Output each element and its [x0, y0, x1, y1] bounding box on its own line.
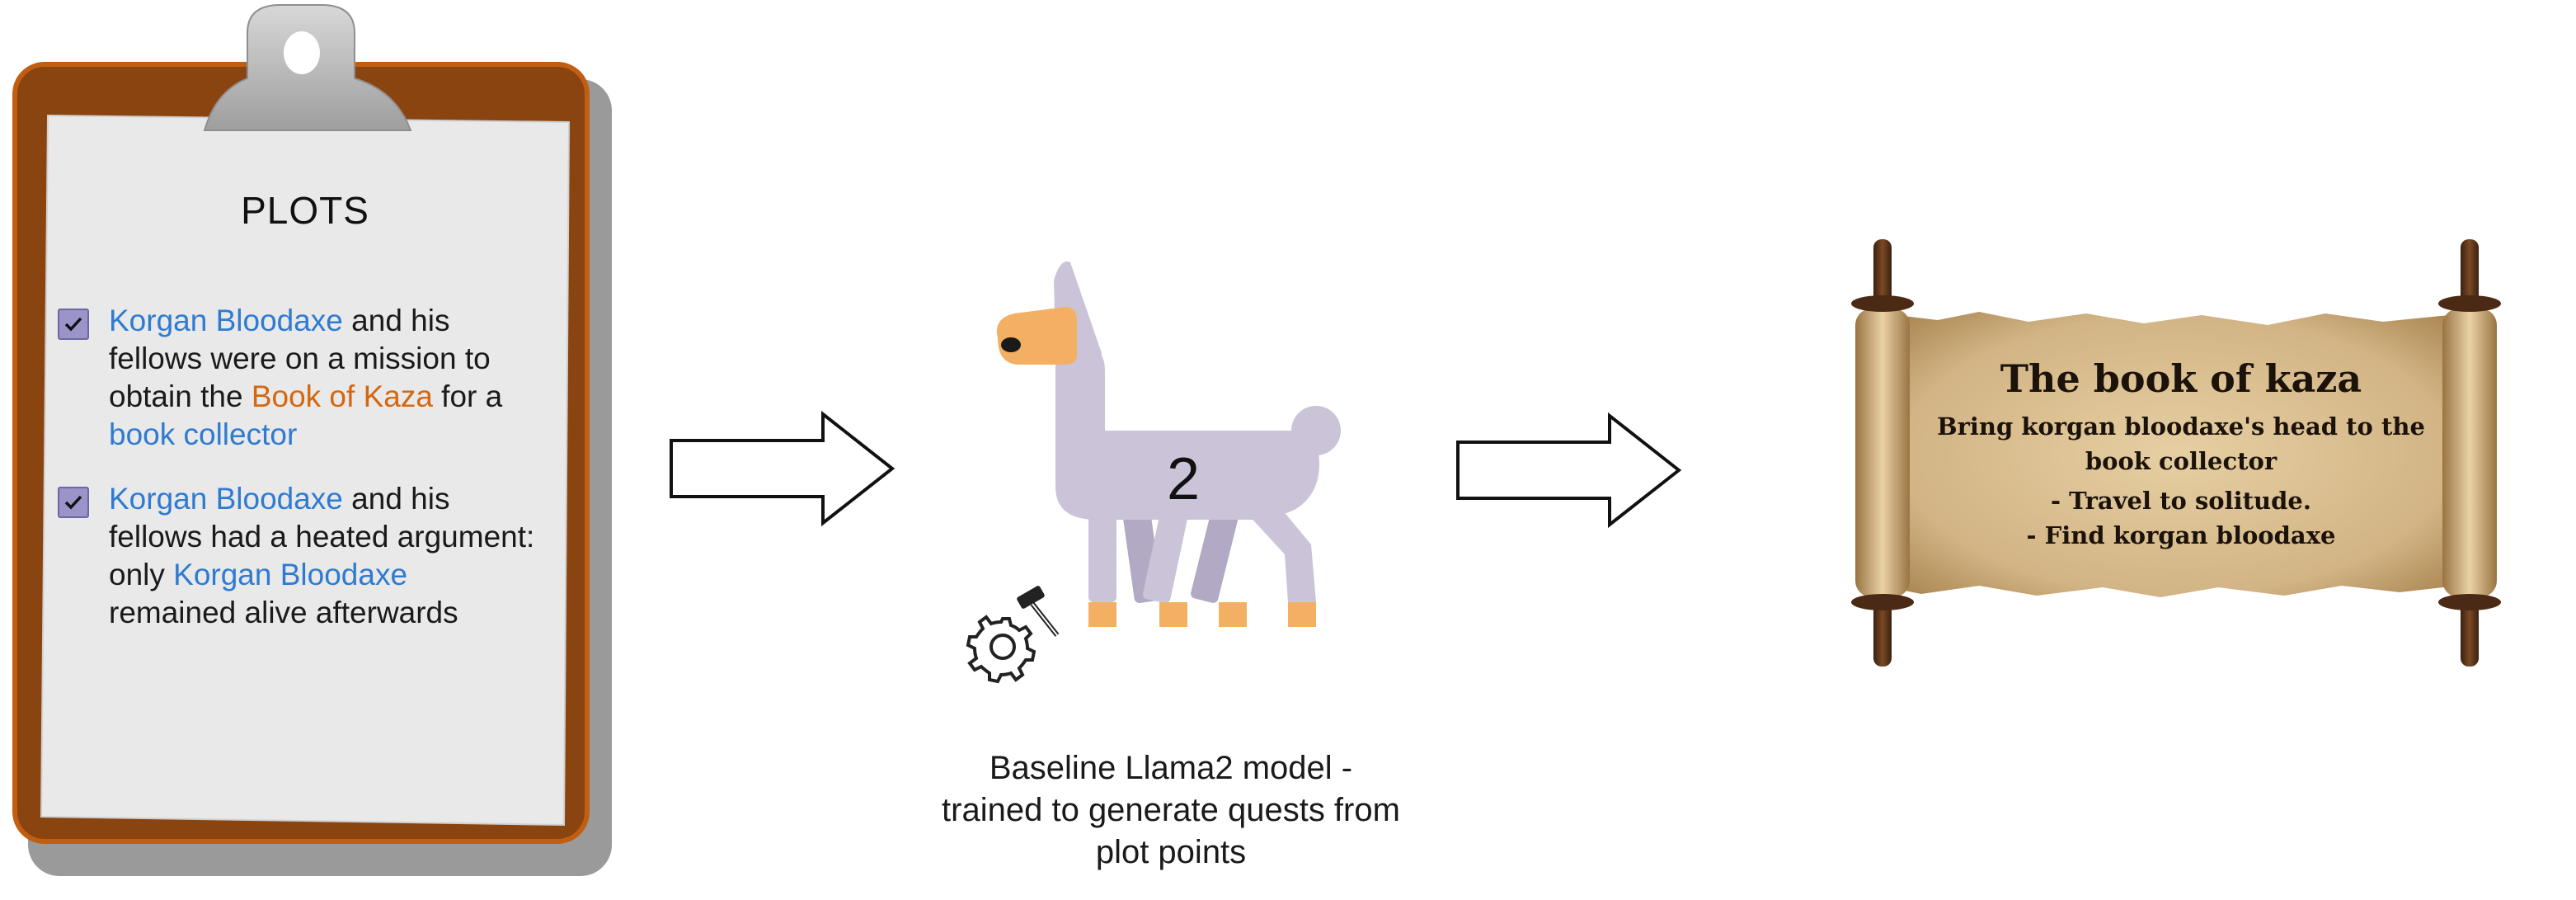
- plot-text: and his: [342, 304, 450, 337]
- plot-2-checkbox[interactable]: [58, 487, 89, 518]
- quest-title: The book of kaza: [2000, 356, 2362, 401]
- plot-line: Korgan Bloodaxe and his: [109, 480, 571, 518]
- plot-line: fellows were on a mission to: [109, 340, 571, 378]
- plot-text: fellows were on a mission to: [109, 342, 491, 375]
- arrow-right-icon: [670, 410, 895, 527]
- clipboard-clip-icon: [203, 4, 412, 131]
- plot-line: only Korgan Bloodaxe: [109, 556, 571, 594]
- checkbox-checked-icon: [64, 495, 82, 510]
- plots-title: PLOTS: [241, 189, 369, 232]
- plot-text: fellows had a heated argument:: [109, 520, 535, 554]
- quest-description-line: book collector: [2085, 447, 2278, 475]
- plot-text: remained alive afterwards: [109, 596, 458, 629]
- plot-line: Korgan Bloodaxe and his: [109, 302, 571, 340]
- model-caption: Baseline Llama2 model - trained to gener…: [899, 747, 1443, 874]
- character-entity: Korgan Bloodaxe: [109, 482, 343, 516]
- plot-text: and his: [342, 482, 450, 516]
- clipboard-board: [12, 62, 612, 876]
- model-number: 2: [1166, 446, 1201, 512]
- caption-line: plot points: [1095, 834, 1247, 870]
- item-entity: Book of Kaza: [251, 379, 433, 413]
- plot-line: obtain the Book of Kaza for a: [109, 378, 571, 416]
- quest-step: - Travel to solitude.: [2051, 487, 2311, 515]
- gear-icon: [966, 615, 1037, 684]
- plot-line: remained alive afterwards: [109, 594, 571, 632]
- character-entity: Korgan Bloodaxe: [173, 558, 408, 591]
- plot-text: only: [109, 558, 174, 591]
- character-entity: Korgan Bloodaxe: [109, 304, 343, 337]
- plot-line: book collector: [109, 416, 571, 454]
- plot-1-checkbox[interactable]: [58, 309, 89, 340]
- hammer-icon: [1017, 586, 1060, 637]
- caption-line: Baseline Llama2 model -: [989, 750, 1353, 786]
- quest-description-line: Bring korgan bloodaxe's head to the: [1937, 412, 2425, 441]
- plot-text: obtain the: [109, 379, 251, 413]
- character-entity: book collector: [109, 417, 298, 451]
- plot-line: fellows had a heated argument:: [109, 518, 571, 556]
- caption-line: trained to generate quests from: [942, 792, 1400, 828]
- checkbox-checked-icon: [64, 317, 82, 332]
- plot-text: for a: [432, 379, 503, 413]
- scroll-icon: [1851, 239, 2501, 667]
- arrow-right-icon: [1456, 412, 1682, 529]
- quest-step: - Find korgan bloodaxe: [2026, 521, 2336, 549]
- llama-icon: [996, 261, 1341, 627]
